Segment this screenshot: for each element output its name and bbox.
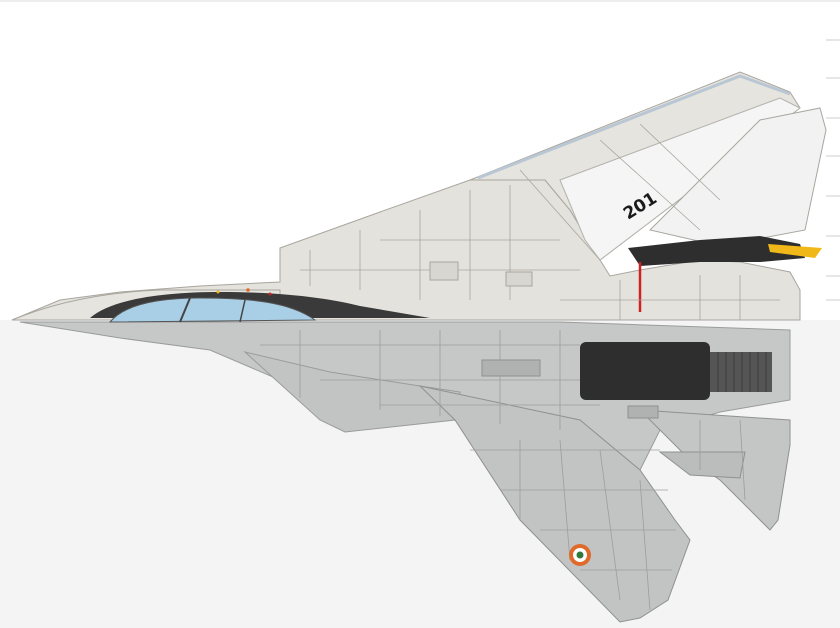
underside-pylon (627, 405, 659, 419)
top-panel-2 (505, 271, 533, 287)
underside-panel-lines (260, 330, 746, 611)
canopy-frame (179, 297, 191, 323)
underside-view (19, 321, 791, 623)
underside-wing (418, 385, 691, 623)
engine-nacelle (580, 342, 710, 400)
top-view: 201 (11, 71, 827, 323)
wing-leading-edge (477, 74, 791, 180)
top-panel (429, 261, 459, 281)
underside-panel (481, 359, 541, 377)
cockpit-markings (216, 288, 272, 296)
nozzle-petals (717, 352, 767, 392)
stabilizer-black-band (628, 236, 805, 266)
roundel-insignia (569, 544, 591, 566)
canopy-frame-rear (239, 299, 246, 323)
engine-nozzle (710, 352, 772, 392)
underside-ventral-fin (658, 451, 746, 479)
tail-yellow-stripe (768, 244, 822, 258)
ruler-ticks (826, 39, 840, 301)
canopy-glass (108, 297, 317, 323)
